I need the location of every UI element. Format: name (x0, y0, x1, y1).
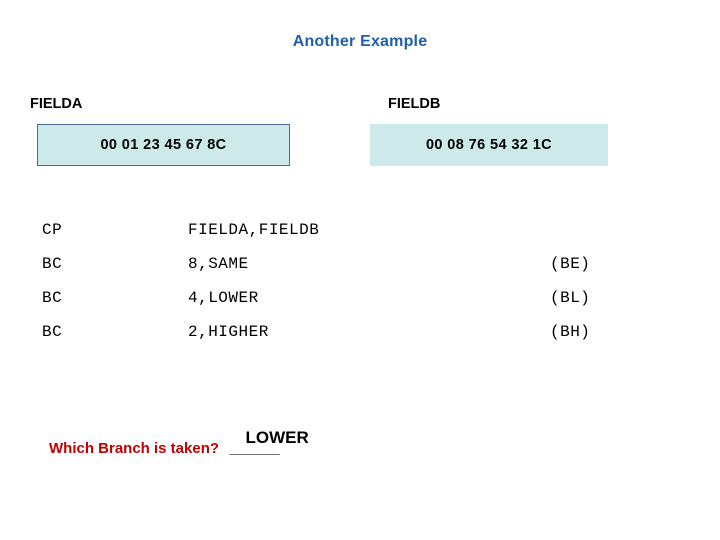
answer-blank: ______ (229, 440, 280, 457)
code-note: (BH) (550, 323, 591, 341)
code-op: BC (42, 255, 63, 273)
code-operand: 8,SAME (188, 255, 249, 273)
answer-word: LOWER (245, 428, 309, 447)
code-row: BC 8,SAME (BE) (0, 255, 720, 289)
code-op: BC (42, 289, 63, 307)
code-row: BC 4,LOWER (BL) (0, 289, 720, 323)
page-title: Another Example (292, 33, 428, 50)
code-op: CP (42, 221, 63, 239)
code-operand: 4,LOWER (188, 289, 259, 307)
field-value-fieldb: 00 08 76 54 32 1C (370, 124, 608, 166)
code-listing: CP FIELDA,FIELDB BC 8,SAME (BE) BC 4,LOW… (0, 221, 720, 357)
answer-area: ______ LOWER (229, 428, 309, 458)
question-line: Which Branch is taken? ______ LOWER (49, 428, 309, 458)
code-row: CP FIELDA,FIELDB (0, 221, 720, 255)
field-label-fieldb: FIELDB (388, 96, 441, 112)
code-operand: FIELDA,FIELDB (188, 221, 320, 239)
question-text: Which Branch is taken? (49, 440, 220, 457)
code-op: BC (42, 323, 63, 341)
code-note: (BL) (550, 289, 591, 307)
field-value-fielda: 00 01 23 45 67 8C (37, 124, 290, 166)
code-row: BC 2,HIGHER (BH) (0, 323, 720, 357)
field-label-fielda: FIELDA (30, 96, 83, 112)
code-note: (BE) (550, 255, 591, 273)
code-operand: 2,HIGHER (188, 323, 269, 341)
